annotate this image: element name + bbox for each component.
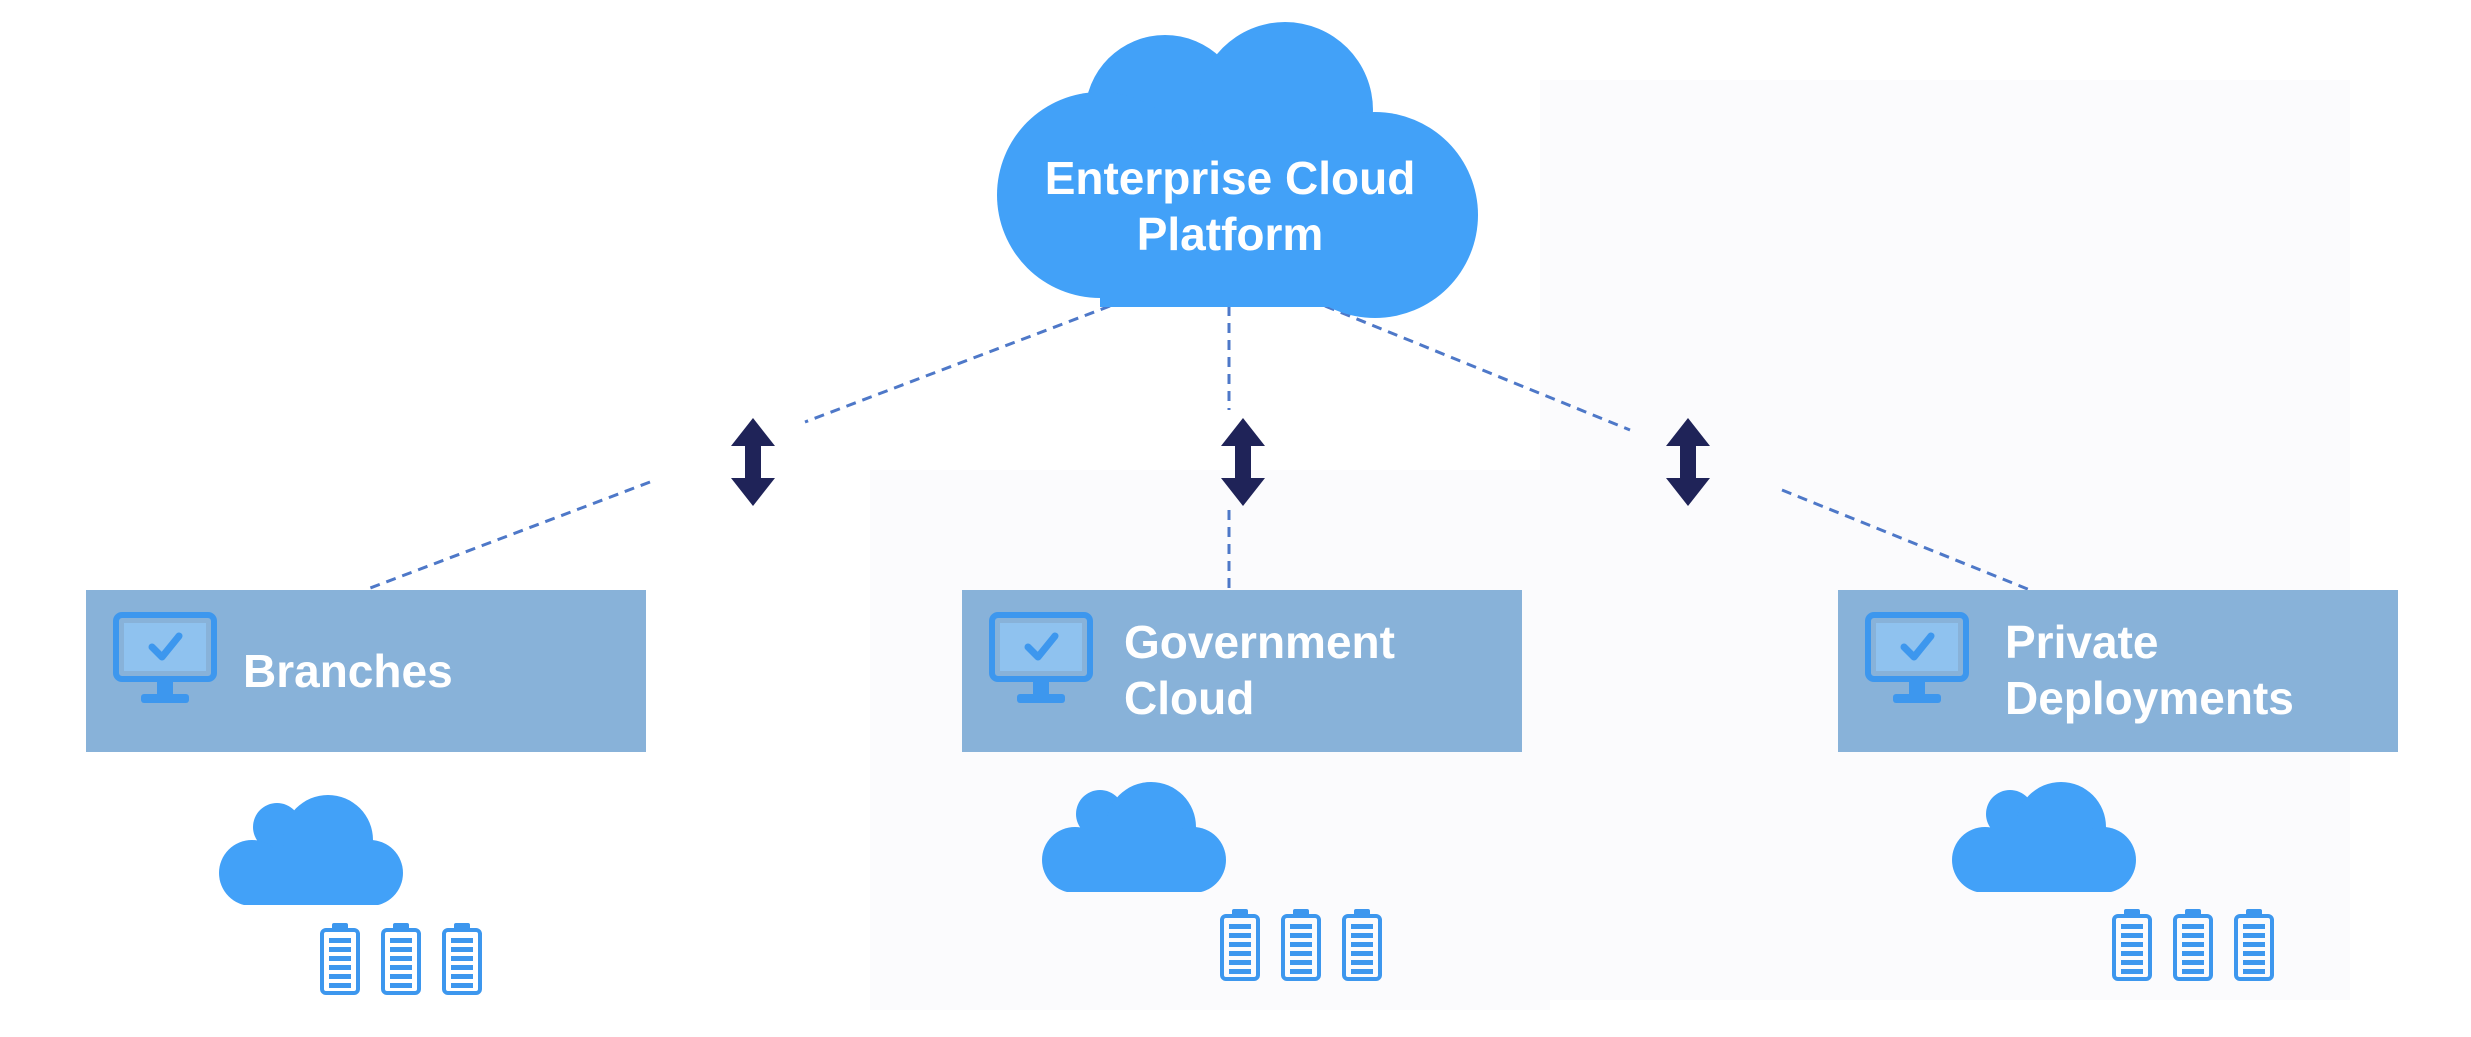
node-label-private-deployments: Private Deployments (2005, 614, 2294, 726)
battery-icon (381, 923, 421, 995)
node-label-branches: Branches (243, 643, 453, 699)
battery-icon (1342, 909, 1382, 981)
node-label-government-cloud: Government Cloud (1124, 614, 1395, 726)
node-box-government-cloud[interactable]: Government Cloud (962, 590, 1522, 752)
cloud-icon (997, 22, 1478, 318)
cloud-icon (1042, 782, 1226, 892)
connector-line-hub-branches (804, 304, 1111, 424)
node-box-private-deployments[interactable]: Private Deployments (1838, 590, 2398, 752)
monitor-check-icon (989, 612, 1093, 703)
hub-label-line2: Platform (1136, 208, 1324, 260)
battery-icon (2173, 909, 2213, 981)
battery-icon (2234, 909, 2274, 981)
hub-label: Enterprise Cloud Platform (1030, 150, 1430, 262)
battery-icon (2112, 909, 2152, 981)
connector-line-private (1781, 488, 2031, 592)
connector-line-hub-private (1324, 304, 1631, 432)
battery-icon (320, 923, 360, 995)
background-panel (1540, 80, 2350, 1000)
node-label-line2: Cloud (1124, 672, 1255, 724)
battery-icon (1220, 909, 1260, 981)
cloud-icon (219, 795, 403, 905)
bidirectional-arrow-icon (731, 418, 775, 506)
bidirectional-arrow-icon (1221, 418, 1265, 506)
node-label-line1: Private (2005, 616, 2159, 668)
node-box-branches[interactable]: Branches (86, 590, 646, 752)
monitor-check-icon (1865, 612, 1969, 703)
bidirectional-arrow-icon (1666, 418, 1710, 506)
node-label-line2: Deployments (2005, 672, 2294, 724)
monitor-check-icon (113, 612, 217, 703)
node-label-line1: Branches (243, 645, 453, 697)
battery-icon (1281, 909, 1321, 981)
hub-label-line1: Enterprise Cloud (1044, 152, 1416, 204)
node-label-line1: Government (1124, 616, 1395, 668)
cloud-icon (1952, 782, 2136, 892)
battery-icon (442, 923, 482, 995)
connector-line-branches (364, 480, 651, 592)
